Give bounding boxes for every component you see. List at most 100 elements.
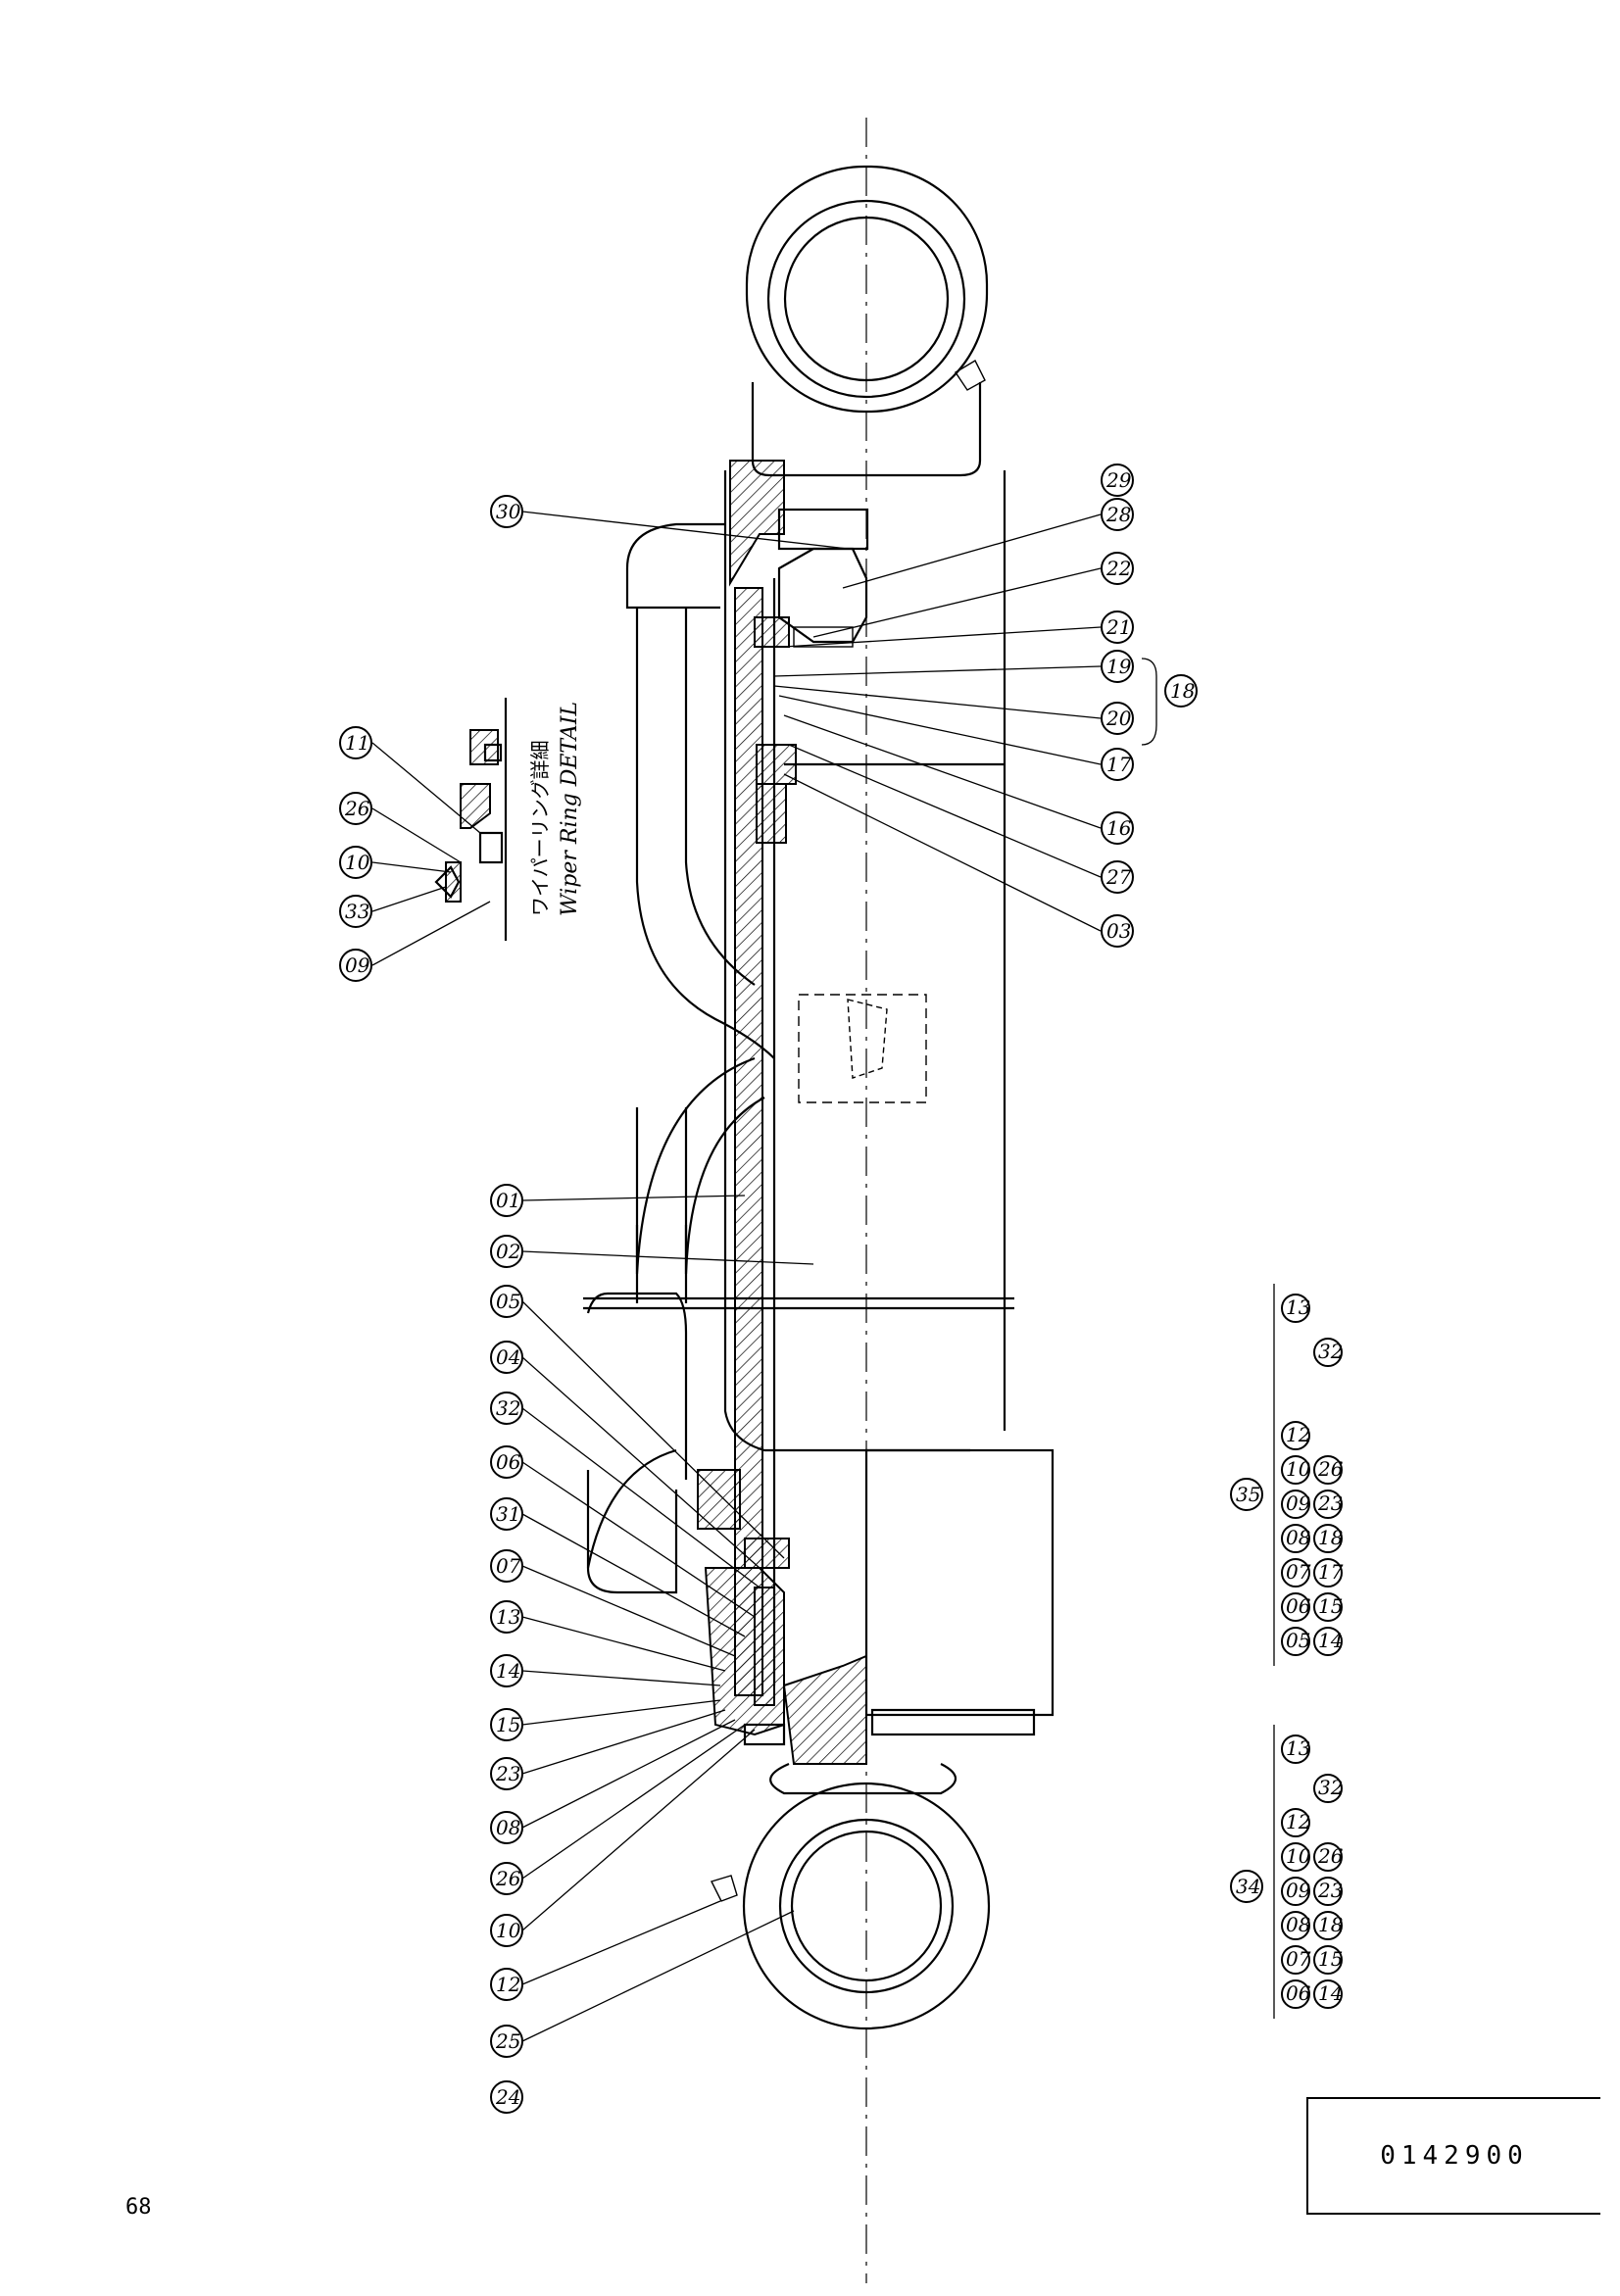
callout-20: 20: [1101, 702, 1134, 735]
svg-text:07: 07: [1286, 1947, 1311, 1971]
svg-text:23: 23: [1317, 1491, 1343, 1515]
callout-17: 17: [1101, 748, 1134, 781]
callout-07: 07: [490, 1549, 523, 1583]
callout-03: 03: [1101, 914, 1134, 948]
cylinder-tube: [723, 470, 1006, 1685]
callout-19: 19: [1101, 650, 1134, 683]
svg-text:02: 02: [496, 1240, 520, 1263]
svg-text:26: 26: [1317, 1457, 1344, 1481]
svg-text:22: 22: [1105, 557, 1131, 580]
svg-text:04: 04: [496, 1345, 520, 1369]
svg-text:15: 15: [1318, 1947, 1343, 1971]
svg-text:23: 23: [1317, 1879, 1343, 1902]
svg-text:07: 07: [1286, 1560, 1311, 1584]
svg-text:10: 10: [496, 1919, 521, 1942]
svg-text:13: 13: [496, 1605, 520, 1629]
callout-02: 02: [490, 1235, 523, 1268]
callout-group-detail: 11 26 10 33 09: [339, 726, 372, 982]
bracket-18: [1141, 658, 1157, 746]
svg-text:20: 20: [1105, 707, 1132, 730]
svg-text:09: 09: [1286, 1491, 1311, 1515]
detail-callout-10: 10: [339, 846, 372, 879]
svg-text:09: 09: [345, 953, 370, 977]
svg-text:33: 33: [345, 900, 369, 923]
svg-text:08: 08: [496, 1816, 520, 1839]
callout-22: 22: [1101, 552, 1134, 585]
callout-31: 31: [490, 1497, 523, 1531]
rod-gland: [697, 1448, 1055, 1765]
svg-text:23: 23: [495, 1762, 520, 1785]
svg-text:25: 25: [495, 2029, 520, 2053]
page-number: 68: [125, 2195, 152, 2220]
svg-text:30: 30: [496, 500, 521, 523]
svg-text:14: 14: [496, 1659, 520, 1683]
svg-text:12: 12: [496, 1973, 520, 1996]
callout-01: 01: [490, 1184, 523, 1217]
svg-text:09: 09: [1286, 1879, 1311, 1902]
callout-14: 14: [490, 1654, 523, 1687]
callout-group-left: 01 02 05 04 32 06 31 07 13 14 15 23 08 2…: [490, 1184, 523, 2114]
svg-text:15: 15: [1318, 1594, 1343, 1618]
callout-21: 21: [1101, 611, 1134, 644]
svg-text:29: 29: [1105, 468, 1132, 492]
svg-text:05: 05: [496, 1290, 520, 1313]
mid-port: [798, 994, 927, 1103]
detail-callout-33: 33: [339, 895, 372, 928]
svg-text:06: 06: [496, 1450, 521, 1474]
svg-text:06: 06: [1286, 1594, 1311, 1618]
detail-callout-26: 26: [339, 792, 372, 825]
svg-text:12: 12: [1286, 1423, 1310, 1446]
svg-text:16: 16: [1106, 816, 1132, 840]
svg-text:Wiper Ring DETAIL: Wiper Ring DETAIL: [558, 702, 582, 916]
svg-text:03: 03: [1106, 919, 1131, 943]
callout-05: 05: [490, 1285, 523, 1318]
callout-12: 12: [490, 1968, 523, 2001]
svg-text:18: 18: [1170, 679, 1195, 703]
svg-text:08: 08: [1286, 1913, 1310, 1936]
svg-text:18: 18: [1318, 1913, 1343, 1936]
callout-04: 04: [490, 1341, 523, 1374]
svg-text:18: 18: [1318, 1526, 1343, 1549]
callout-25: 25: [490, 2025, 523, 2058]
callout-27: 27: [1101, 860, 1134, 894]
svg-text:08: 08: [1286, 1526, 1310, 1549]
svg-text:35: 35: [1236, 1483, 1260, 1506]
callout-26: 26: [490, 1862, 523, 1895]
drawing-number: 0142900: [1380, 2141, 1529, 2171]
callout-13: 13: [490, 1600, 523, 1634]
svg-text:31: 31: [496, 1502, 520, 1526]
svg-text:11: 11: [345, 731, 369, 755]
svg-text:32: 32: [496, 1396, 520, 1420]
callout-23: 23: [490, 1757, 523, 1790]
drawing-number-box: 0142900: [1306, 2097, 1600, 2215]
svg-text:05: 05: [1286, 1629, 1310, 1652]
kit-35: 35 05 06 07 08 09 10 12 13 14 15 17 18 2…: [1230, 1284, 1344, 1666]
svg-text:27: 27: [1105, 865, 1132, 889]
svg-text:26: 26: [495, 1867, 521, 1890]
callout-group-right: 28 29 22 21 19 20 18 17 16 27 03: [1101, 464, 1198, 948]
svg-text:07: 07: [496, 1554, 521, 1578]
svg-text:26: 26: [1317, 1844, 1344, 1868]
svg-text:10: 10: [345, 851, 370, 874]
kit-35-label: 35: [1230, 1478, 1263, 1511]
callout-30: 30: [490, 495, 523, 528]
svg-text:26: 26: [344, 797, 370, 820]
svg-text:34: 34: [1236, 1875, 1260, 1898]
callout-08: 08: [490, 1811, 523, 1844]
svg-text:14: 14: [1318, 1629, 1343, 1652]
svg-text:19: 19: [1106, 655, 1132, 678]
svg-text:17: 17: [1318, 1560, 1344, 1584]
svg-text:32: 32: [1318, 1776, 1343, 1799]
callout-28-29: 28: [1101, 498, 1134, 531]
callout-29: 29: [1101, 464, 1134, 497]
kit-34: 34 06 07 08 09 10 12 13 14 15 18 23 26 3…: [1230, 1725, 1344, 2019]
callout-16: 16: [1101, 811, 1134, 845]
svg-text:10: 10: [1286, 1844, 1311, 1868]
callout-10: 10: [490, 1914, 523, 1947]
detail-callout-09: 09: [339, 949, 372, 982]
leader-lines: [371, 511, 1102, 2042]
callout-32: 32: [490, 1392, 523, 1425]
svg-text:10: 10: [1286, 1457, 1311, 1481]
